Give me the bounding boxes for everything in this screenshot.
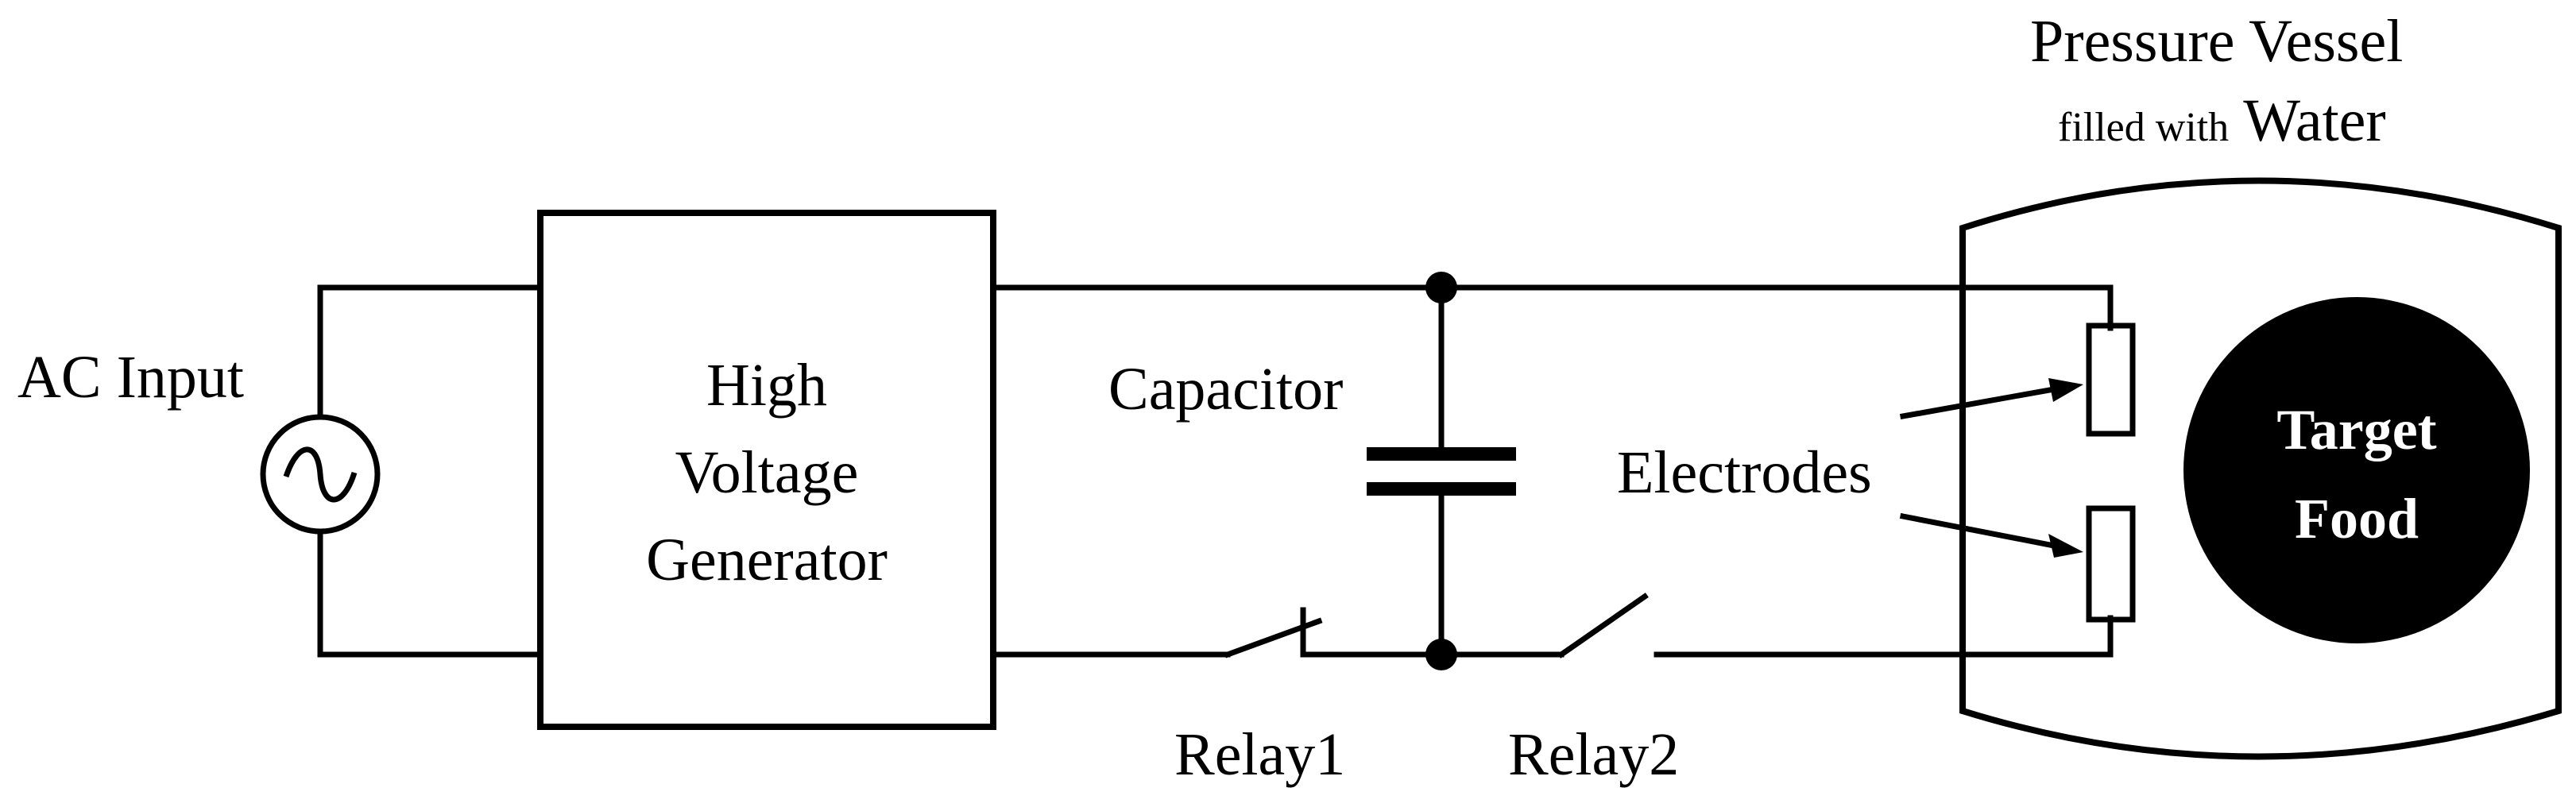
hv-generator-label-line1: High [706, 352, 827, 419]
ac-wire-top [317, 284, 543, 420]
hv-generator-label-line2: Voltage [675, 439, 859, 506]
vessel-sublabel-filled-with: filled with [2058, 105, 2229, 150]
electrodes-label: Electrodes [1617, 439, 1872, 506]
target-food-circle [2183, 297, 2530, 643]
top-rail-wire [990, 284, 2114, 331]
pressure-vessel-outline [1959, 177, 2562, 760]
capacitor-label: Capacitor [1108, 356, 1343, 423]
electrode-arrow-bottom [1899, 512, 2083, 558]
relay1-label: Relay1 [1174, 721, 1345, 788]
hv-generator-label-line3: Generator [646, 527, 888, 593]
ac-input-label: AC Input [17, 344, 244, 411]
ac-source-circle [260, 414, 381, 535]
pressure-vessel-label: Pressure Vessel [2030, 8, 2403, 75]
relay2-label: Relay2 [1508, 721, 1679, 788]
high-voltage-generator-box [537, 210, 996, 730]
ac-wire-bottom [317, 529, 543, 658]
target-food-label-line1: Target [2276, 398, 2436, 461]
target-food-label-line2: Food [2295, 487, 2419, 550]
relay1-contact [1300, 607, 1445, 658]
pressure-vessel-sublabel: filled with Water [2058, 87, 2386, 154]
capacitor-plate-bottom [1367, 482, 1516, 496]
vessel-sublabel-water: Water [2243, 87, 2386, 154]
relay2-switch-blade [1557, 593, 1649, 658]
electrode-arrow-top [1899, 378, 2083, 420]
ac-source [260, 284, 543, 658]
ac-sine-icon [283, 446, 358, 503]
capacitor-plate-top [1367, 447, 1516, 461]
electrode-bottom [2086, 505, 2136, 623]
bottom-rail-wire-3 [1654, 615, 2114, 658]
electrode-top [2086, 322, 2136, 437]
